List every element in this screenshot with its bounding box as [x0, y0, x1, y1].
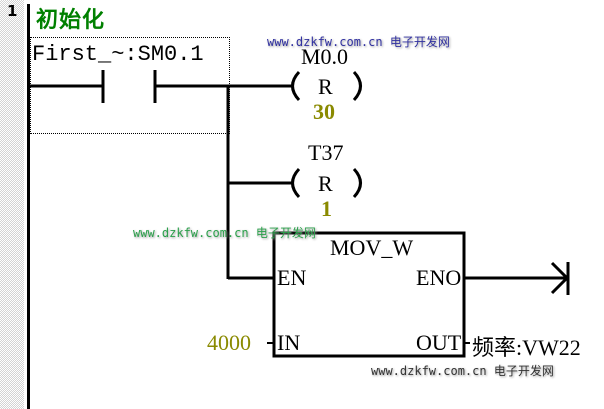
coil-t37-right-paren: [352, 167, 362, 199]
box-pin-out: OUT: [416, 330, 462, 355]
box-name: MOV_W: [330, 235, 414, 260]
box-pin-eno: ENO: [416, 265, 462, 290]
coil-t37-left-paren: [291, 167, 301, 199]
rung-gutter: [0, 0, 24, 409]
coil-m0-address[interactable]: M0.0: [301, 44, 349, 69]
rung-title[interactable]: 初始化: [36, 8, 106, 33]
gutter-border: [24, 0, 27, 409]
in-operand-value[interactable]: 4000: [207, 330, 251, 355]
box-pin-en: EN: [277, 265, 307, 290]
out-operand-value[interactable]: 频率:VW22: [472, 335, 581, 360]
mov-box-frame: [272, 231, 466, 358]
coil-m0-left-paren: [291, 70, 301, 102]
coil-t37-count[interactable]: 1: [321, 196, 332, 221]
coil-m0-op: R: [318, 74, 333, 99]
watermark-2: www.dzkfw.com.cn 电子开发网: [133, 226, 316, 240]
coil-m0-right-paren: [352, 70, 362, 102]
box-pin-in: IN: [277, 330, 301, 355]
coil-m0-count[interactable]: 30: [313, 99, 335, 124]
contact-label[interactable]: First_~:SM0.1: [32, 42, 204, 67]
watermark-1: www.dzkfw.com.cn 电子开发网: [267, 35, 450, 49]
coil-t37-address[interactable]: T37: [308, 140, 344, 165]
coil-t37-op: R: [318, 171, 333, 196]
rung-number[interactable]: 1: [7, 2, 18, 20]
power-rail: [27, 4, 30, 409]
eno-arrow-icon: [550, 261, 570, 295]
watermark-3: www.dzkfw.com.cn 电子开发网: [371, 364, 554, 378]
